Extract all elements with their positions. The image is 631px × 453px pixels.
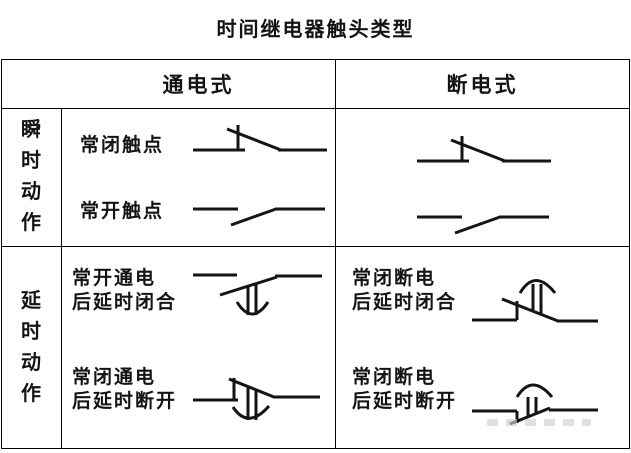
label-nc-delayed-open-deenergize: 常闭断电 后延时断开 <box>352 365 457 413</box>
label-line-2: 后延时闭合 <box>352 291 458 313</box>
nc-contact-delayed-close-on-deenergize-icon <box>472 279 598 323</box>
label-normally-open-contact: 常开触点 <box>80 200 165 222</box>
normally-closed-contact-icon <box>193 125 327 152</box>
watermark <box>487 419 591 426</box>
column-header-energized: 通电式 <box>162 72 235 97</box>
label-normally-closed-contact: 常闭触点 <box>80 134 165 156</box>
page-title: 时间继电器触头类型 <box>216 17 415 41</box>
grid-line-section-divider <box>1 246 630 247</box>
row-group-label-delayed: 延时动作 <box>21 288 41 405</box>
label-line-1: 常闭通电 <box>72 366 157 388</box>
grid-line-group-column-divider <box>61 108 62 448</box>
label-line-2: 后延时断开 <box>352 390 458 412</box>
grid-line-header-bottom <box>1 108 630 109</box>
label-nc-delayed-close-deenergize: 常闭断电 后延时闭合 <box>352 266 457 314</box>
no-contact-delayed-close-icon <box>193 273 322 316</box>
table-outer-border <box>1 59 630 449</box>
label-line-1: 常闭断电 <box>352 267 437 289</box>
normally-closed-contact-icon <box>417 136 551 163</box>
normally-open-contact-icon <box>417 215 549 235</box>
label-line-1: 常闭断电 <box>352 366 437 388</box>
nc-contact-delayed-open-icon <box>193 377 320 420</box>
label-nc-delayed-open: 常闭通电 后延时断开 <box>72 365 177 413</box>
grid-line-column-divider <box>335 59 336 448</box>
row-group-label-instantaneous: 瞬时动作 <box>21 117 41 234</box>
nc-contact-delayed-open-on-deenergize-icon <box>472 383 598 426</box>
normally-open-contact-icon <box>193 207 325 227</box>
label-line-2: 后延时断开 <box>72 390 178 412</box>
label-no-delayed-close: 常开通电 后延时闭合 <box>72 266 177 314</box>
label-line-1: 常开通电 <box>72 267 157 289</box>
label-line-2: 后延时闭合 <box>72 291 178 313</box>
column-header-deenergized: 断电式 <box>446 72 519 97</box>
